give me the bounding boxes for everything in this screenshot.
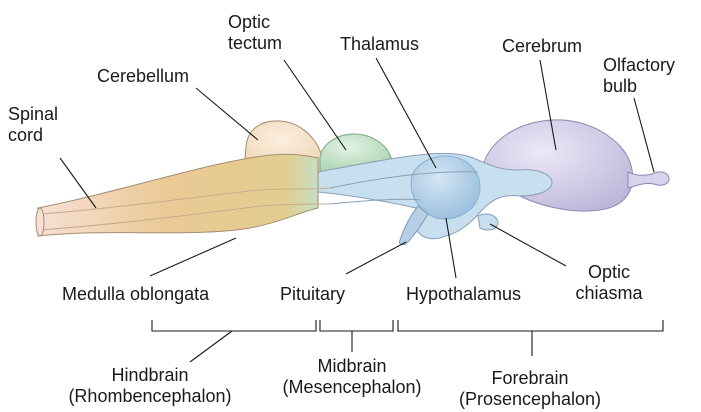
midbrain-label: Midbrain (Mesencephalon) [262, 356, 442, 398]
midbrain-label-line1: Midbrain [262, 356, 442, 377]
cerebrum-label: Cerebrum [502, 36, 582, 57]
optic-chiasma-label: Optic chiasma [564, 262, 654, 304]
ventricle-opening [36, 208, 44, 236]
midbrain-label-line2: (Mesencephalon) [262, 377, 442, 398]
optic-chiasma-label-line2: chiasma [564, 283, 654, 304]
spinal-cord-label: Spinal cord [8, 104, 58, 146]
medulla-oblongata-label: Medulla oblongata [62, 284, 209, 305]
leader-pituitary [346, 242, 406, 274]
spinal-cord-label-line2: cord [8, 125, 58, 146]
hindbrain-label-line2: (Rhombencephalon) [50, 386, 250, 407]
cerebellum-label: Cerebellum [97, 66, 189, 87]
thalamus-label: Thalamus [340, 34, 419, 55]
olfactory-bulb-label-line2: bulb [603, 76, 675, 97]
spinal-cord-label-line1: Spinal [8, 104, 58, 125]
forebrain-bracket [398, 320, 663, 331]
hindbrain-label-line1: Hindbrain [50, 365, 250, 386]
optic-tectum-label: Optic tectum [228, 12, 282, 54]
optic-tectum-label-line1: Optic [228, 12, 282, 33]
midbrain-bracket [320, 320, 393, 331]
optic-chiasma-shape [478, 214, 498, 230]
olfactory-bulb-shape [628, 172, 669, 188]
leader-cerebellum [196, 88, 258, 140]
cerebrum-shape [482, 120, 633, 211]
forebrain-label-line2: (Prosencephalon) [440, 389, 620, 410]
hindbrain-pointer [190, 331, 232, 362]
forebrain-label-line1: Forebrain [440, 368, 620, 389]
olfactory-bulb-label: Olfactory bulb [603, 55, 675, 97]
hypothalamus-label: Hypothalamus [406, 284, 521, 305]
olfactory-bulb-label-line1: Olfactory [603, 55, 675, 76]
pituitary-label: Pituitary [280, 284, 345, 305]
leader-medulla [150, 238, 236, 276]
leader-optic-chiasma [490, 224, 566, 266]
optic-tectum-label-line2: tectum [228, 33, 282, 54]
forebrain-label: Forebrain (Prosencephalon) [440, 368, 620, 410]
hindbrain-label: Hindbrain (Rhombencephalon) [50, 365, 250, 407]
optic-chiasma-label-line1: Optic [564, 262, 654, 283]
medulla-shape [38, 154, 318, 236]
hindbrain-bracket [152, 320, 316, 331]
leader-olfactory-bulb [634, 98, 654, 172]
